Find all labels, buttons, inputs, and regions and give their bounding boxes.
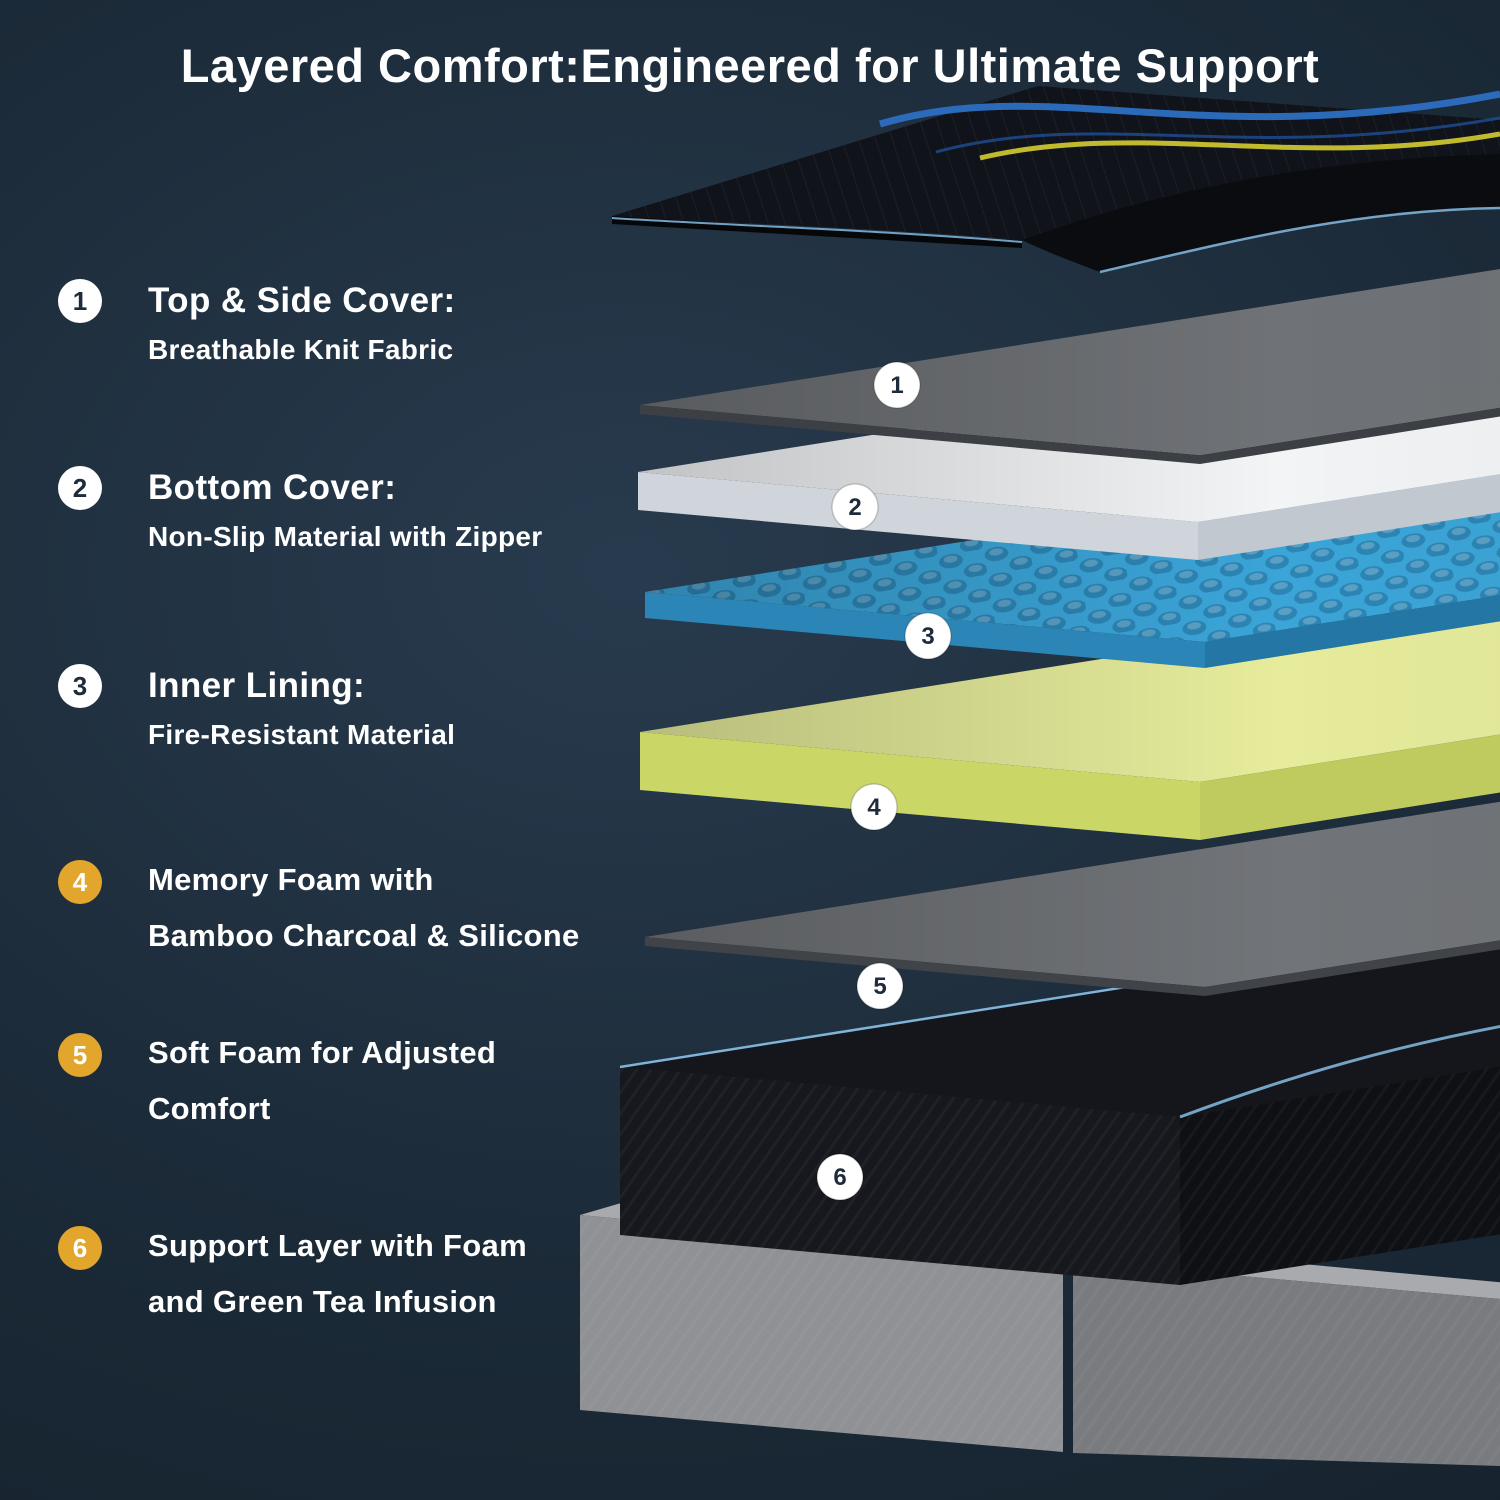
badge-1-circle [873, 361, 921, 409]
mattress-layers-svg: 1 2 3 4 5 [580, 86, 1500, 1466]
badge-2-circle [831, 483, 879, 531]
legend-text-6: Support Layer with Foam and Green Tea In… [148, 1228, 527, 1320]
legend-item-support-layer: 6 Support Layer with Foam and Green Tea … [58, 1226, 638, 1320]
legend-heading-5: Soft Foam for Adjusted [148, 1035, 497, 1070]
legend-badge-1: 1 [58, 279, 102, 323]
legend-badge-4: 4 [58, 860, 102, 904]
diagram-badge-6: 6 [816, 1153, 864, 1201]
top-side-cover [611, 86, 1500, 274]
legend-heading-6: Support Layer with Foam [148, 1228, 527, 1263]
cover-wave-blue-thin [935, 116, 1500, 154]
layer-1-cover-sheet [640, 269, 1500, 464]
badge-2-number: 2 [848, 494, 861, 521]
layer-4-side-face [1200, 734, 1500, 840]
cover-texture [612, 86, 1500, 240]
legend-item-memory-foam: 4 Memory Foam with Bamboo Charcoal & Sil… [58, 860, 638, 954]
legend-item-top-side-cover: 1 Top & Side Cover: Breathable Knit Fabr… [58, 279, 638, 366]
legend-heading-3: Inner Lining: [148, 666, 366, 705]
layer-5-side-edge [1205, 940, 1500, 996]
legend-badge-6: 6 [58, 1226, 102, 1270]
legend-sub-1: Breathable Knit Fabric [148, 334, 454, 365]
layer-6-piping-swoosh [1179, 1024, 1500, 1119]
base-right-texture [1073, 1261, 1500, 1466]
diagram-badge-3: 3 [904, 612, 952, 660]
layer-6-support [619, 929, 1500, 1285]
layer-5-shade [645, 801, 1500, 987]
legend-text-2: Bottom Cover: Non-Slip Material with Zip… [148, 468, 543, 553]
diagram-badge-2: 2 [831, 483, 879, 531]
legend-sub-5: Comfort [148, 1091, 271, 1126]
cover-wave-blue [879, 90, 1500, 128]
diagram-badge-1: 1 [873, 361, 921, 409]
badge-1-number: 1 [890, 372, 903, 399]
legend-badge-2: 2 [58, 466, 102, 510]
diagram-badge-4: 4 [850, 783, 898, 831]
badge-6-number: 6 [833, 1164, 846, 1191]
badge-3-number: 3 [921, 623, 934, 650]
page-title: Layered Comfort:Engineered for Ultimate … [180, 39, 1320, 92]
layer-5-soft-foam [645, 801, 1500, 996]
foundation-base [580, 1201, 1500, 1466]
badge-4-circle [850, 783, 898, 831]
layer-4-front-face [640, 732, 1200, 840]
diagram-badges: 1 2 3 4 5 [816, 361, 952, 1201]
legend-heading-4: Memory Foam with [148, 862, 434, 897]
layer-1-side-edge [1200, 407, 1500, 464]
legend-text-3: Inner Lining: Fire-Resistant Material [148, 666, 455, 751]
layer-6-side-texture [1180, 1066, 1500, 1285]
legend-item-soft-foam: 5 Soft Foam for Adjusted Comfort [58, 1033, 638, 1127]
legend-text-4: Memory Foam with Bamboo Charcoal & Silic… [148, 862, 580, 954]
badge-5-circle [856, 962, 904, 1010]
legend-badge-5: 5 [58, 1033, 102, 1077]
legend-sub-4: Bamboo Charcoal & Silicone [148, 918, 580, 953]
legend-sub-2: Non-Slip Material with Zipper [148, 521, 543, 552]
legend-item-inner-lining: 3 Inner Lining: Fire-Resistant Material [58, 664, 638, 751]
cover-piping-drape [1099, 206, 1500, 274]
legend-item-bottom-cover: 2 Bottom Cover: Non-Slip Material with Z… [58, 466, 638, 553]
cover-wave-yellow [979, 131, 1500, 161]
layer-3-side-face [1205, 595, 1500, 668]
layer-2-front-face [638, 472, 1198, 560]
badge-5-number: 5 [873, 973, 886, 1000]
mattress-exploded-diagram: 1 2 3 4 5 [580, 60, 1500, 1500]
legend-sub-6: and Green Tea Infusion [148, 1284, 497, 1319]
layer-2-side-face [1198, 474, 1500, 560]
badge-4-number: 4 [867, 794, 881, 821]
legend-sub-3: Fire-Resistant Material [148, 719, 456, 750]
badge-3-circle [904, 612, 952, 660]
legend-text-1: Top & Side Cover: Breathable Knit Fabric [148, 281, 456, 366]
layer-6-front-texture [620, 1067, 1180, 1285]
cover-piping-front [611, 217, 1023, 243]
layer-5-front-edge [645, 937, 1205, 996]
layer-1-shade [640, 269, 1500, 455]
legend-text-5: Soft Foam for Adjusted Comfort [148, 1035, 496, 1127]
base-left-texture [580, 1215, 1063, 1452]
layer-1-front-edge [640, 405, 1200, 464]
cover-drape [1022, 154, 1500, 272]
legend-heading-2: Bottom Cover: [148, 468, 397, 507]
badge-6-circle [816, 1153, 864, 1201]
legend-badge-3: 3 [58, 664, 102, 708]
legend-heading-1: Top & Side Cover: [148, 281, 456, 320]
diagram-badge-5: 5 [856, 962, 904, 1010]
